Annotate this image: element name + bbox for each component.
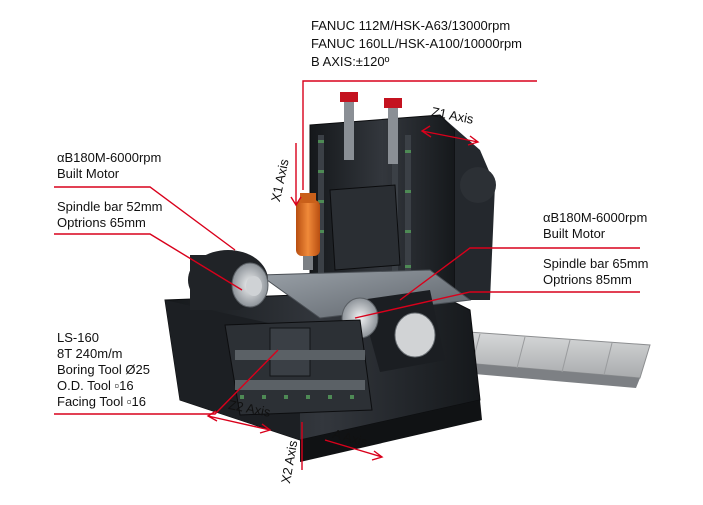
spindle-right-line2: Optrions 85mm [543, 272, 632, 287]
motor-right-line2: Built Motor [543, 226, 606, 241]
leader-motor-right [399, 247, 640, 301]
spindle-right-line1: Spindle bar 65mm [543, 256, 649, 271]
a-axis-arrow [324, 439, 384, 461]
lower-turret [224, 319, 373, 416]
x1-axis-arrow [290, 143, 302, 207]
spec-top-line2: FANUC 160LL/HSK-A100/10000rpm [311, 36, 523, 51]
milling-spindle [296, 193, 320, 270]
turret-line5: Facing Tool ▫16 [57, 394, 146, 409]
leader-spindle-left [54, 233, 243, 291]
turret-line2: 8T 240m/m [57, 346, 123, 361]
motor-right-line1: αB180M-6000rpm [543, 210, 648, 225]
spindle-left-line1: Spindle bar 52mm [57, 199, 163, 214]
leader-turret [54, 349, 279, 415]
leader-spindle-right [354, 291, 640, 319]
z2-axis-arrow [206, 410, 272, 434]
z1-axis-arrow [420, 125, 480, 146]
turret-line1: LS-160 [57, 330, 99, 345]
leader-spec-top [302, 80, 537, 190]
spec-top-line3: B AXIS:±120º [311, 54, 390, 69]
left-headstock [188, 250, 269, 310]
spec-top-line1: FANUC 112M/HSK-A63/13000rpm [311, 18, 511, 33]
motor-left-line1: αB180M-6000rpm [57, 150, 162, 165]
leader-motor-left [54, 186, 236, 251]
turret-line4: O.D. Tool ▫16 [57, 378, 134, 393]
spindle-left-line2: Optrions 65mm [57, 215, 146, 230]
motor-left-line2: Built Motor [57, 166, 120, 181]
turret-line3: Boring Tool Ø25 [57, 362, 150, 377]
machine-column [309, 92, 496, 311]
